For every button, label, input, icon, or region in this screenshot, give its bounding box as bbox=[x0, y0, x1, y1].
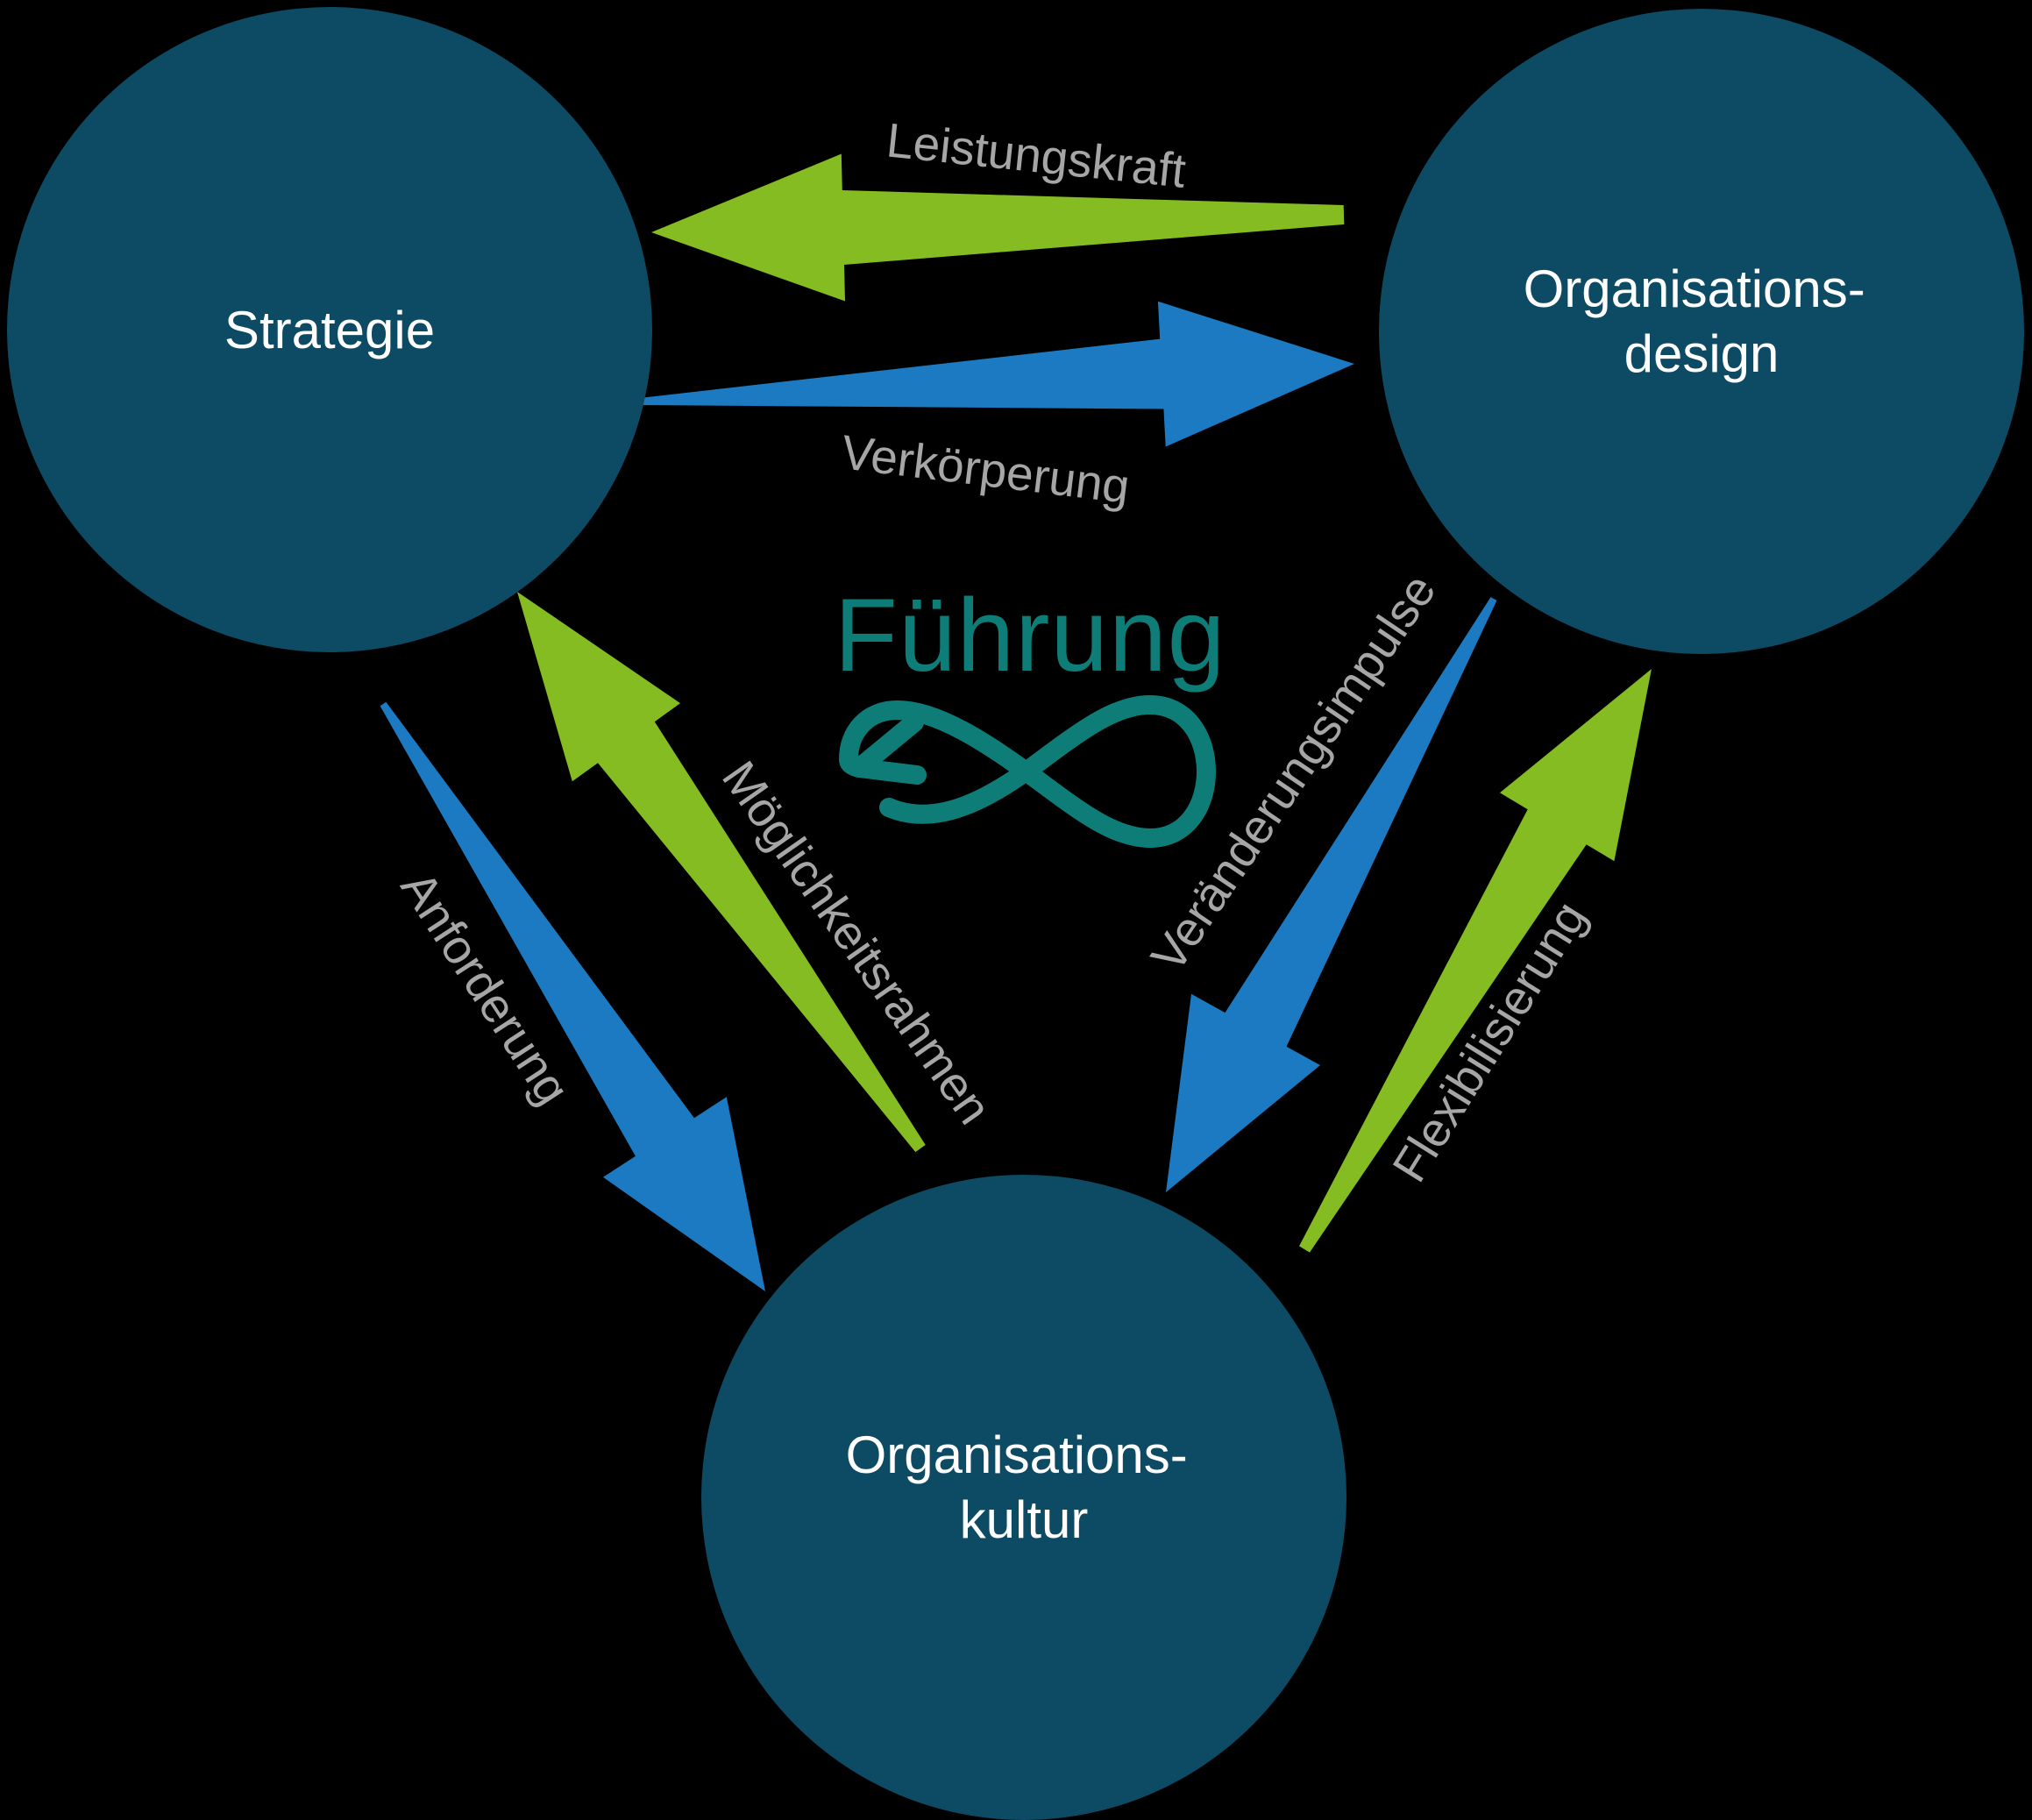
node-group: Strategie Organisations- design Organisa… bbox=[7, 7, 2024, 1820]
node-organisationsdesign-line1: Organisations- bbox=[1524, 259, 1865, 318]
node-organisationskultur-circle bbox=[701, 1175, 1346, 1820]
node-strategie-label: Strategie bbox=[224, 301, 435, 359]
arrow-veraenderungsimpulse bbox=[1166, 597, 1497, 1192]
infinity-loop-arrow-icon bbox=[839, 695, 1216, 848]
node-organisationsdesign-line2: design bbox=[1624, 324, 1780, 383]
infinity-loop-path bbox=[839, 695, 1216, 848]
node-organisationskultur-line2: kultur bbox=[960, 1490, 1089, 1549]
center-fuehrung-label: Führung bbox=[835, 578, 1226, 693]
infinity-loop-arrowhead bbox=[849, 713, 927, 785]
node-organisationskultur-label: Organisations- kultur bbox=[846, 1425, 1203, 1549]
node-organisationsdesign-label: Organisations- design bbox=[1524, 259, 1880, 383]
arrow-anforderung bbox=[380, 701, 765, 1291]
center-group: Führung bbox=[835, 578, 1226, 848]
arrow-flexibilisierung bbox=[1299, 669, 1652, 1253]
arrow-leistungskraft bbox=[651, 153, 1345, 302]
arrow-label-leistungskraft: Leistungskraft bbox=[884, 112, 1188, 197]
arrow-label-verkoerperung: Verkörperung bbox=[839, 424, 1133, 514]
node-organisationskultur-line1: Organisations- bbox=[846, 1425, 1188, 1484]
arrow-group bbox=[380, 153, 1652, 1291]
arrow-verkoerperung bbox=[639, 301, 1354, 447]
node-organisationsdesign-circle bbox=[1379, 9, 2024, 654]
node-strategie-circle bbox=[7, 7, 652, 652]
arrow-moeglichkeitsrahmen bbox=[517, 592, 926, 1153]
